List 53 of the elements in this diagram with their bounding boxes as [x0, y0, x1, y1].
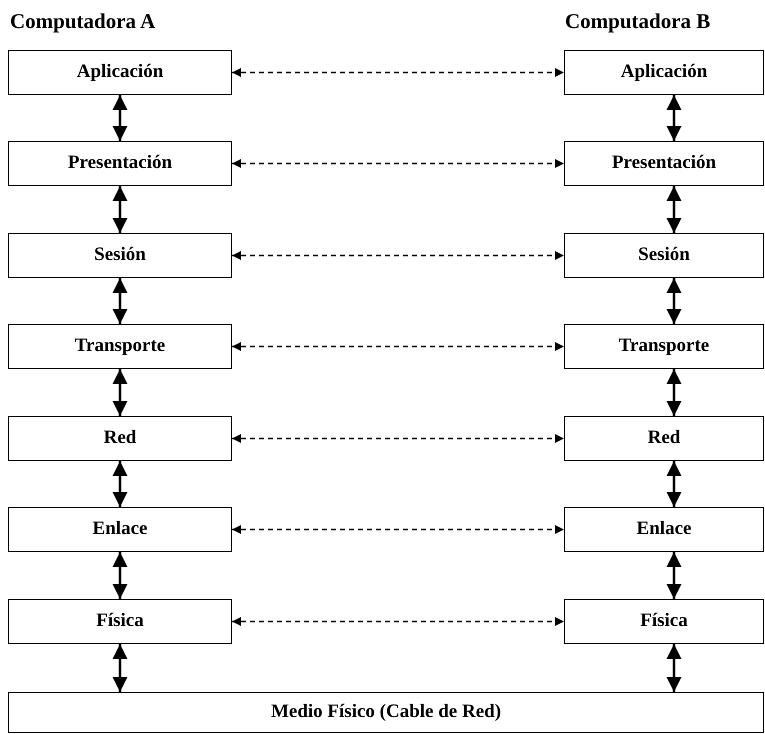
layer-name: Enlace: [636, 517, 692, 542]
dashed-arrow: [232, 68, 564, 77]
layer-name: Aplicación: [76, 60, 164, 84]
layer-box: [564, 50, 764, 95]
arrow: [666, 552, 682, 599]
layer-box: [8, 692, 764, 733]
dashed-arrow: [232, 617, 564, 626]
layer-box: [564, 507, 764, 552]
arrow: [666, 461, 682, 507]
layer-name: Red: [104, 426, 136, 450]
dashed-arrow: [232, 525, 564, 534]
layer-box: [8, 507, 232, 552]
arrow: [112, 95, 128, 141]
layer-name: Enlace: [92, 517, 148, 542]
layer-box: [564, 141, 764, 186]
dashed-arrow: [232, 159, 564, 168]
layer-name: Red: [648, 426, 680, 450]
arrow: [112, 461, 128, 507]
layer-name: Transporte: [618, 334, 710, 358]
layer-name: Física: [640, 609, 688, 634]
layer-box: [8, 50, 232, 95]
arrow: [666, 95, 682, 141]
arrow: [112, 278, 128, 324]
layer-name: Sesión: [638, 243, 690, 268]
arrow: [112, 644, 128, 692]
layer-name: Aplicación: [620, 60, 708, 84]
arrow: [666, 186, 682, 233]
layer-box: [8, 599, 232, 644]
computer-heading: Computadora A: [10, 8, 156, 35]
arrow: [112, 369, 128, 416]
layer-box: [8, 416, 232, 461]
layer-box: [8, 324, 232, 369]
layer-name: Sesión: [94, 243, 146, 268]
layer-box: [8, 141, 232, 186]
arrow: [666, 369, 682, 416]
layer-name: Presentación: [68, 151, 172, 176]
arrow: [666, 644, 682, 692]
dashed-arrow: [232, 434, 564, 443]
layer-box: [8, 233, 232, 278]
layer-box: [564, 599, 764, 644]
layer-name: Transporte: [74, 334, 166, 358]
arrow: [112, 552, 128, 599]
arrow: [112, 186, 128, 233]
layer-name: Física: [96, 609, 144, 634]
layer-name: Medio Físico (Cable de Red): [270, 700, 502, 724]
layer-box: [564, 324, 764, 369]
layer-box: [564, 233, 764, 278]
arrow: [666, 278, 682, 324]
dashed-arrow: [232, 342, 564, 351]
layer-name: Presentación: [612, 151, 716, 176]
dashed-arrow: [232, 251, 564, 260]
layer-box: [564, 416, 764, 461]
computer-heading: Computadora B: [565, 8, 710, 35]
